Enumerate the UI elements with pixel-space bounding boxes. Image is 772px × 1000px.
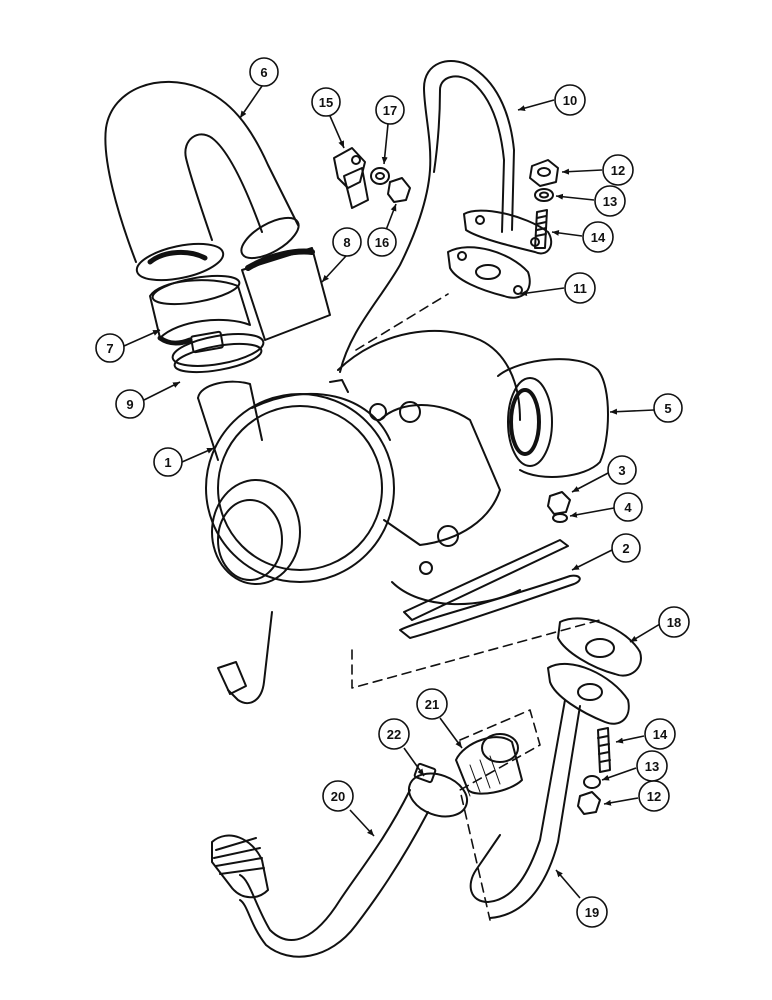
clip-bracket [333, 147, 369, 209]
return-hose [211, 789, 429, 958]
dashed-alignment-lines [351, 293, 601, 921]
rubber-sleeve [241, 247, 331, 341]
callout-13-bottom: 13 [601, 750, 668, 782]
hose-sleeve [455, 733, 523, 797]
callout-12-top: 12 [561, 154, 634, 186]
svg-text:16: 16 [375, 235, 389, 250]
svg-text:18: 18 [667, 615, 681, 630]
callout-21: 21 [416, 688, 463, 749]
svg-text:7: 7 [106, 341, 113, 356]
lower-hose-clamp [407, 762, 469, 818]
callout-14-top: 14 [551, 221, 614, 253]
callout-2: 2 [571, 533, 641, 571]
callout-14-bottom: 14 [615, 718, 676, 750]
washer [370, 167, 390, 185]
callout-1: 1 [153, 447, 215, 477]
callout-5: 5 [609, 393, 683, 423]
oil-drain-line [217, 611, 273, 705]
stud-top [534, 209, 548, 249]
svg-text:5: 5 [664, 401, 671, 416]
svg-text:19: 19 [585, 905, 599, 920]
callout-8: 8 [321, 227, 362, 283]
callout-6: 6 [239, 57, 279, 119]
callout-11: 11 [519, 272, 596, 304]
callout-10: 10 [517, 84, 586, 116]
hose-connector [149, 274, 251, 346]
svg-text:14: 14 [653, 727, 668, 742]
svg-text:15: 15 [319, 95, 333, 110]
callout-3: 3 [571, 455, 637, 493]
svg-text:4: 4 [624, 500, 632, 515]
nut-top [529, 159, 559, 187]
svg-text:1: 1 [164, 455, 171, 470]
callout-19: 19 [555, 869, 608, 928]
callout-9: 9 [115, 381, 181, 419]
svg-text:6: 6 [260, 65, 267, 80]
callout-20: 20 [322, 780, 375, 837]
svg-text:12: 12 [647, 789, 661, 804]
lockwasher-top [534, 188, 554, 202]
svg-text:21: 21 [425, 697, 439, 712]
lockwasher-bottom [583, 775, 601, 789]
svg-text:13: 13 [645, 759, 659, 774]
svg-text:3: 3 [618, 463, 625, 478]
side-nut [547, 491, 571, 515]
svg-text:20: 20 [331, 789, 345, 804]
callout-12-bottom: 12 [603, 780, 670, 812]
svg-text:14: 14 [591, 230, 606, 245]
turbocharger-assembly [197, 329, 521, 606]
callout-22: 22 [378, 718, 425, 777]
svg-text:22: 22 [387, 727, 401, 742]
callout-17: 17 [375, 95, 405, 165]
svg-text:13: 13 [603, 194, 617, 209]
drain-tube [469, 663, 630, 919]
hose-clamp [171, 330, 265, 374]
svg-text:11: 11 [573, 281, 587, 296]
callout-16: 16 [367, 203, 397, 257]
elbow-pipe [104, 80, 300, 282]
drain-gasket [557, 617, 642, 677]
side-washer [552, 513, 568, 523]
nut-bottom [577, 791, 601, 815]
gasket [447, 246, 531, 299]
callout-15: 15 [311, 87, 345, 149]
callout-18: 18 [629, 606, 690, 643]
svg-text:9: 9 [126, 397, 133, 412]
callout-7: 7 [95, 329, 161, 363]
callout-13-top: 13 [555, 185, 626, 217]
hex-nut [387, 177, 411, 203]
svg-text:12: 12 [611, 163, 625, 178]
svg-text:10: 10 [563, 93, 577, 108]
oil-feed-tube [339, 60, 515, 373]
svg-text:17: 17 [383, 103, 397, 118]
turbo-gasket [399, 539, 581, 639]
stud-bottom [597, 727, 611, 773]
callout-4: 4 [569, 492, 643, 522]
svg-text:2: 2 [622, 541, 629, 556]
svg-text:8: 8 [343, 235, 350, 250]
turbine-outlet [497, 358, 609, 478]
